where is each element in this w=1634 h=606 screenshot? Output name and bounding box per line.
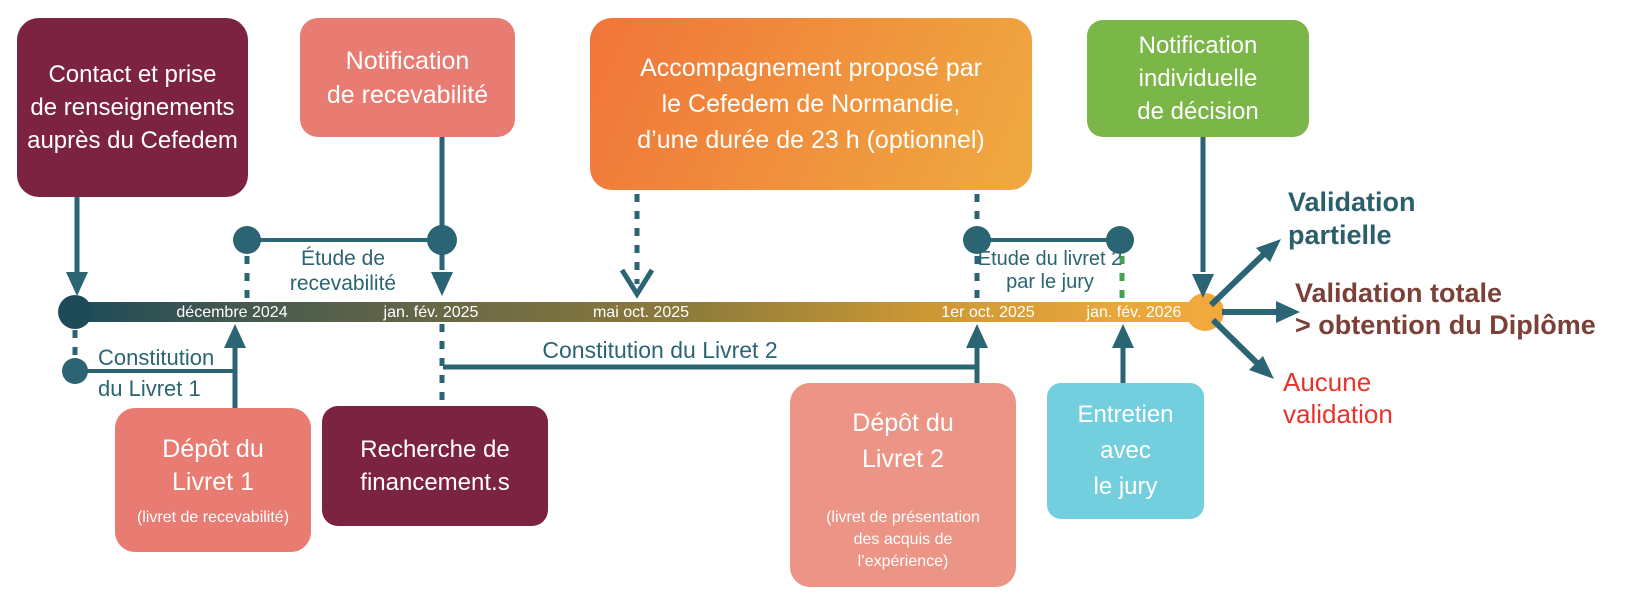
arrow-depot1-to-timeline xyxy=(224,324,246,408)
fan-arrow-validation-partielle xyxy=(1208,239,1281,308)
timeline-date-jan-fev-2026: jan. fév. 2026 xyxy=(1086,304,1182,321)
constitution-livret1-connector xyxy=(62,358,235,384)
arrow-entretien-to-timeline xyxy=(1112,324,1134,383)
depot-livret2-title: Dépôt du Livret 2 xyxy=(852,409,954,473)
timeline-date-mai-oct-2025: mai oct. 2025 xyxy=(592,304,690,321)
etude-livret2-label: Étude du livret 2 par le jury xyxy=(977,248,1123,293)
depot-livret1-box: Dépôt du Livret 1 (livret de recevabilit… xyxy=(115,408,311,552)
notification-decision-box: Notification individuelle de décision xyxy=(1087,20,1309,137)
depot-livret1-title: Dépôt du Livret 1 xyxy=(162,435,264,496)
timeline-date-jan-fev-2025: jan. fév. 2025 xyxy=(383,304,479,321)
outcome-aucune-validation: Aucune validation xyxy=(1283,367,1393,429)
notification-recevabilite-box: Notification de recevabilité xyxy=(300,18,515,137)
depot-livret2-subtitle: (livret de présentation des acquis de l’… xyxy=(826,509,980,570)
constitution-livret1-label: Constitution du Livret 1 xyxy=(98,345,215,401)
arrow-notif2-to-end-dot xyxy=(1192,137,1214,298)
arrow-notif1-to-timeline xyxy=(427,137,457,296)
arrow-contact-to-timeline xyxy=(66,197,88,296)
outcome-validation-totale: Validation totale > obtention du Diplôme xyxy=(1295,278,1596,340)
depot-livret2-box: Dépôt du Livret 2 (livret de présentatio… xyxy=(790,383,1016,587)
outcome-validation-partielle: Validation partielle xyxy=(1288,187,1416,250)
timeline-date-decembre-2024: décembre 2024 xyxy=(176,304,288,321)
constitution-livret2-connector xyxy=(443,324,988,383)
entretien-jury-box: Entretien avec le jury xyxy=(1047,383,1204,519)
etude-recevabilite-bracket xyxy=(233,226,442,300)
constitution-livret2-label: Constitution du Livret 2 xyxy=(542,337,778,363)
dash-arrow-accomp-to-timeline xyxy=(619,194,655,299)
timeline-date-1er-oct-2025: 1er oct. 2025 xyxy=(941,304,1035,321)
depot-livret1-subtitle: (livret de recevabilité) xyxy=(136,509,290,526)
contact-box: Contact et prise de renseignements auprè… xyxy=(17,18,248,197)
fan-arrow-validation-totale xyxy=(1222,301,1300,323)
recherche-financements-box: Recherche de financement.s xyxy=(322,406,548,526)
timeline-start-dot xyxy=(58,295,92,329)
etude-recevabilite-label: Étude de recevabilité xyxy=(289,247,397,295)
fan-arrow-aucune-validation xyxy=(1210,317,1274,379)
etude-livret2-bracket xyxy=(963,194,1134,300)
accompagnement-box: Accompagnement proposé par le Cefedem de… xyxy=(590,18,1032,190)
